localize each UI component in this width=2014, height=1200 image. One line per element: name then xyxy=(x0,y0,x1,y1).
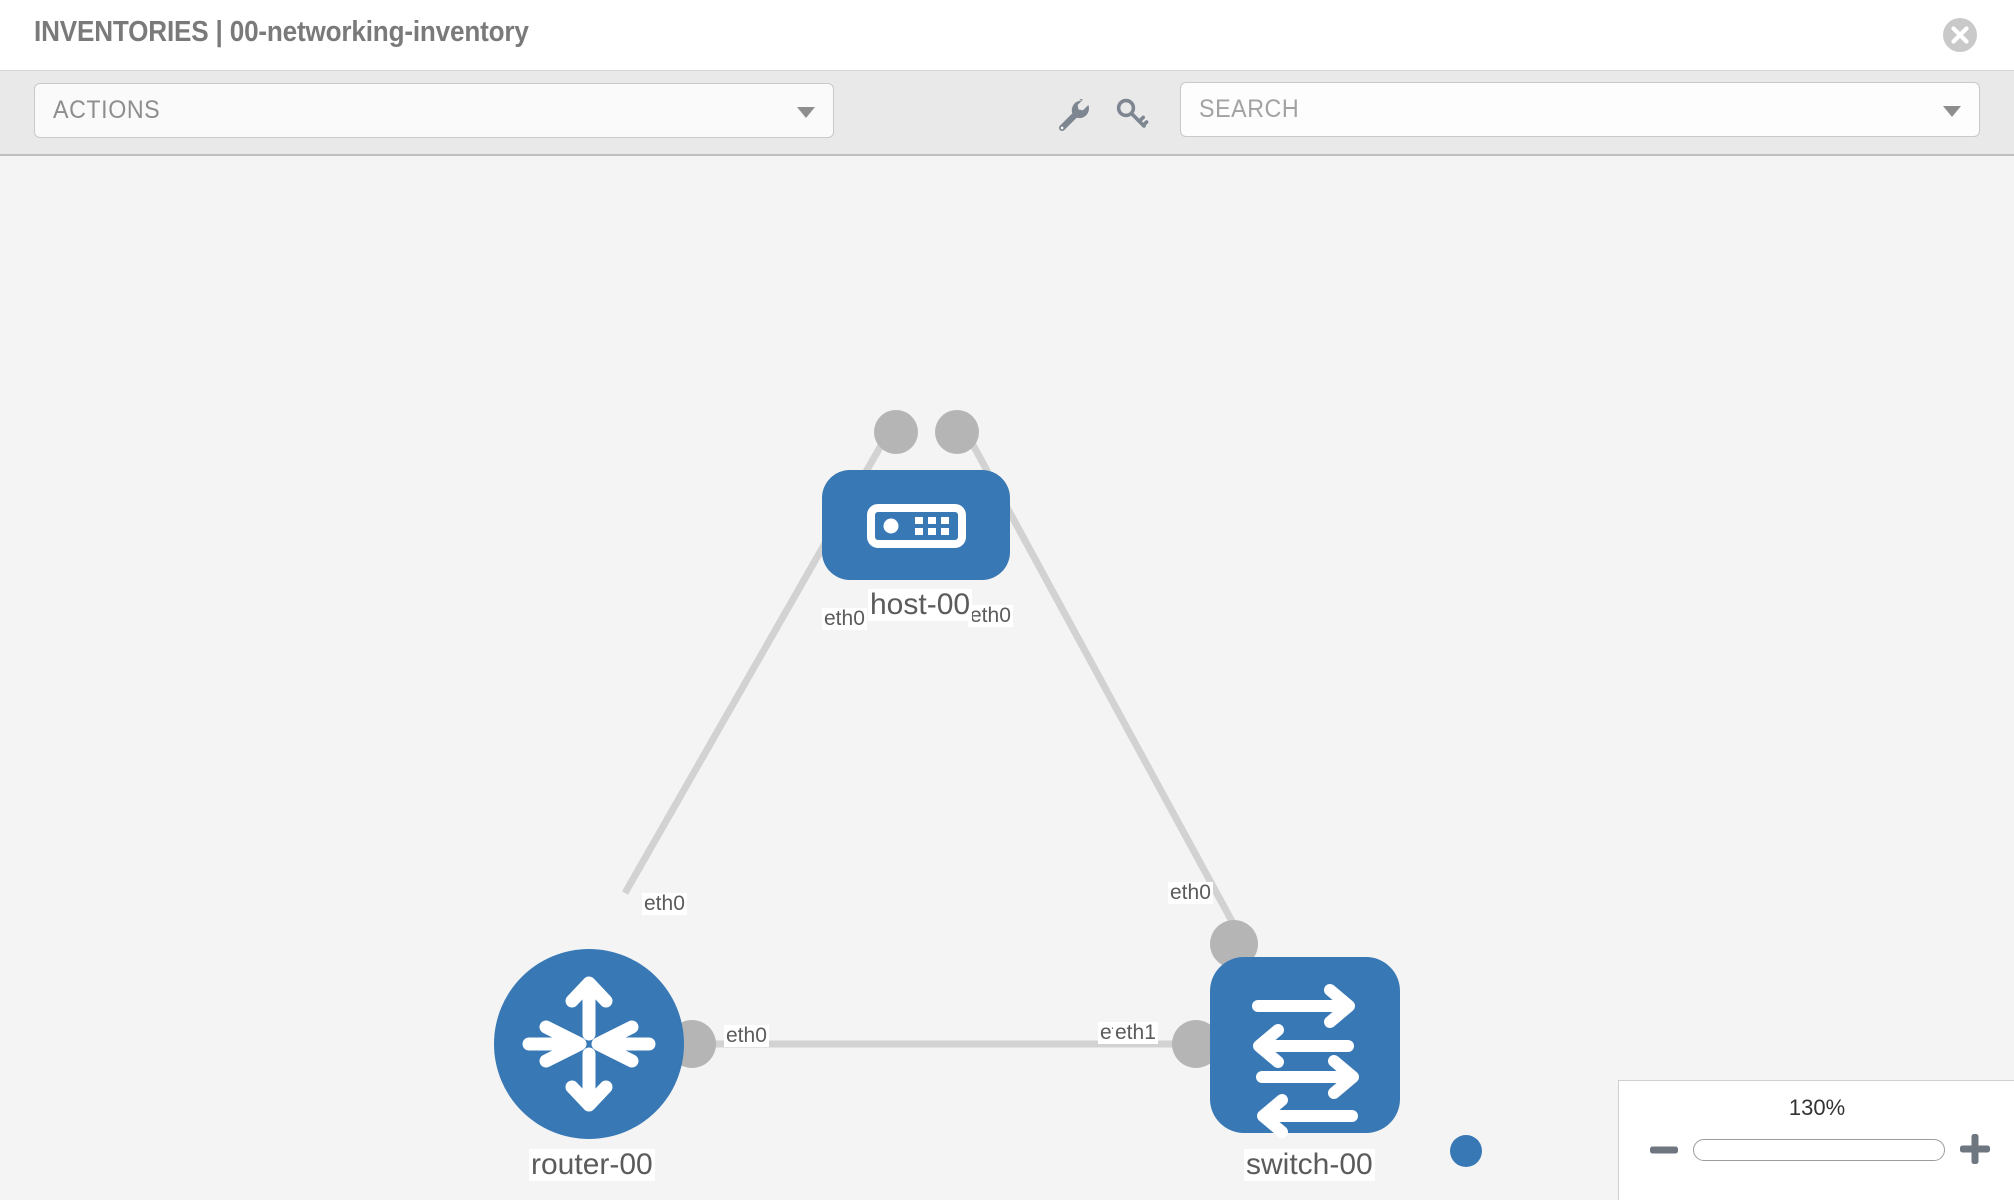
actions-dropdown[interactable]: ACTIONS xyxy=(34,83,834,138)
zoom-out-button[interactable] xyxy=(1647,1133,1681,1167)
node-router-00 xyxy=(494,949,684,1139)
iface-label-router00-eth0: eth0 xyxy=(724,1024,769,1048)
connector-host00-left xyxy=(874,410,918,454)
key-icon[interactable] xyxy=(1110,92,1154,136)
page-title: INVENTORIES | 00-networking-inventory xyxy=(34,16,529,48)
connector-host00-right xyxy=(935,410,979,454)
iface-label-router00-up: eth0 xyxy=(642,892,687,916)
page-header: INVENTORIES | 00-networking-inventory xyxy=(0,0,2014,70)
actions-dropdown-label: ACTIONS xyxy=(53,96,161,124)
zoom-in-button[interactable] xyxy=(1957,1131,1993,1167)
iface-label-host00-right: eth0 xyxy=(968,604,1013,628)
router-arrows-icon xyxy=(522,976,656,1112)
zoom-slider-thumb[interactable] xyxy=(1450,1135,1482,1167)
node-label-switch-00: switch-00 xyxy=(1244,1148,1375,1181)
topology-graph xyxy=(494,410,1400,1139)
topology-connectors xyxy=(668,410,1258,1068)
connector-switch00-eth0 xyxy=(1210,920,1258,968)
iface-label-switch00-up: eth0 xyxy=(1168,881,1213,905)
node-label-router-00: router-00 xyxy=(529,1148,655,1181)
chevron-down-icon[interactable] xyxy=(1943,106,1961,117)
node-switch-00 xyxy=(1210,957,1400,1138)
switch-arrows-icon xyxy=(1252,984,1359,1138)
zoom-slider[interactable] xyxy=(1693,1139,1945,1161)
iface-label-switch00-eth1: eth1 xyxy=(1113,1021,1158,1045)
zoom-level-label: 130% xyxy=(1788,1095,1846,1120)
node-label-host-00: host-00 xyxy=(868,588,973,621)
chevron-down-icon xyxy=(797,107,815,118)
server-icon xyxy=(867,504,966,548)
zoom-control: 130% xyxy=(1618,1080,2014,1200)
iface-label-host00-left: eth0 xyxy=(822,607,867,631)
connector-switch00-eth1 xyxy=(1172,1020,1220,1068)
wrench-icon[interactable] xyxy=(1050,92,1094,136)
topology-canvas[interactable]: eth0 eth0 eth0 eth0 eth0 eth0 eth1 host-… xyxy=(0,156,2014,1200)
close-icon[interactable] xyxy=(1942,17,1978,53)
search-input-placeholder: SEARCH xyxy=(1199,95,1300,123)
search-input[interactable]: SEARCH xyxy=(1180,82,1980,137)
node-host-00 xyxy=(822,470,1010,580)
